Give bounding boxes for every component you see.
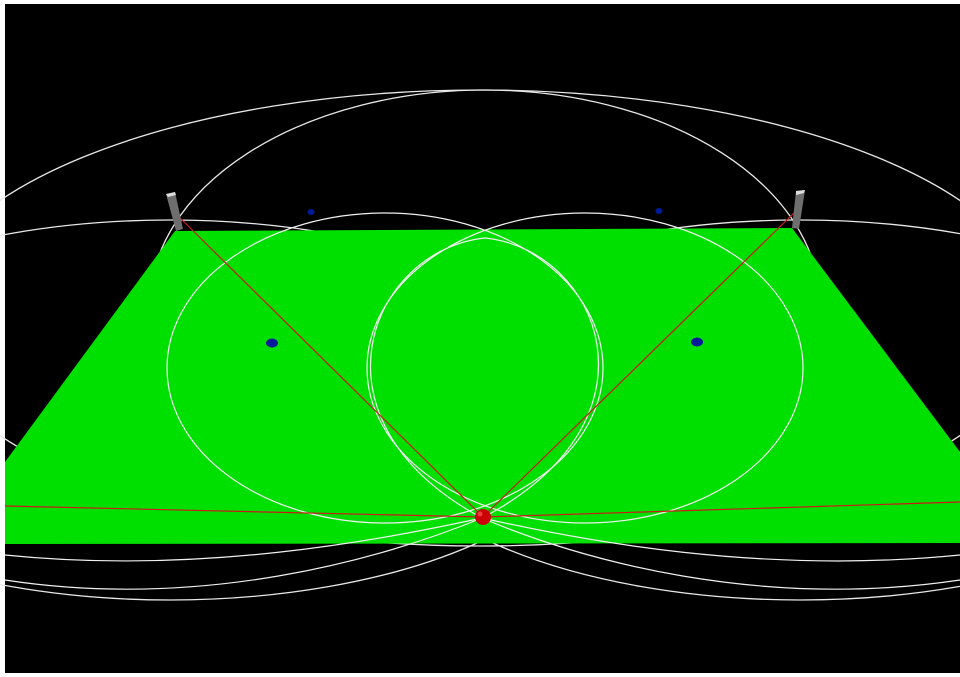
- field: [5, 228, 960, 544]
- ball-highlight: [477, 511, 483, 517]
- right-circle: [366, 212, 804, 524]
- marker: [691, 337, 703, 347]
- field-circles-front: [4, 212, 960, 590]
- right-ground-ray: [482, 501, 960, 518]
- markers: [266, 208, 703, 348]
- left-lower-arc: [4, 517, 483, 562]
- left-ground-ray: [4, 505, 484, 518]
- ball: [475, 509, 491, 525]
- marker: [655, 208, 663, 214]
- right-lower-arc: [481, 517, 960, 562]
- marker: [266, 338, 278, 348]
- left-lowest-arc: [4, 517, 483, 590]
- right-lowest-arc: [481, 517, 960, 590]
- center-lens: [369, 237, 600, 519]
- right-post-ray: [482, 209, 798, 518]
- left-post: [166, 192, 183, 231]
- left-post-ray: [175, 213, 484, 518]
- sight-lines: [4, 209, 960, 518]
- left-circle: [166, 212, 604, 524]
- marker: [307, 209, 315, 215]
- right-post: [792, 190, 805, 229]
